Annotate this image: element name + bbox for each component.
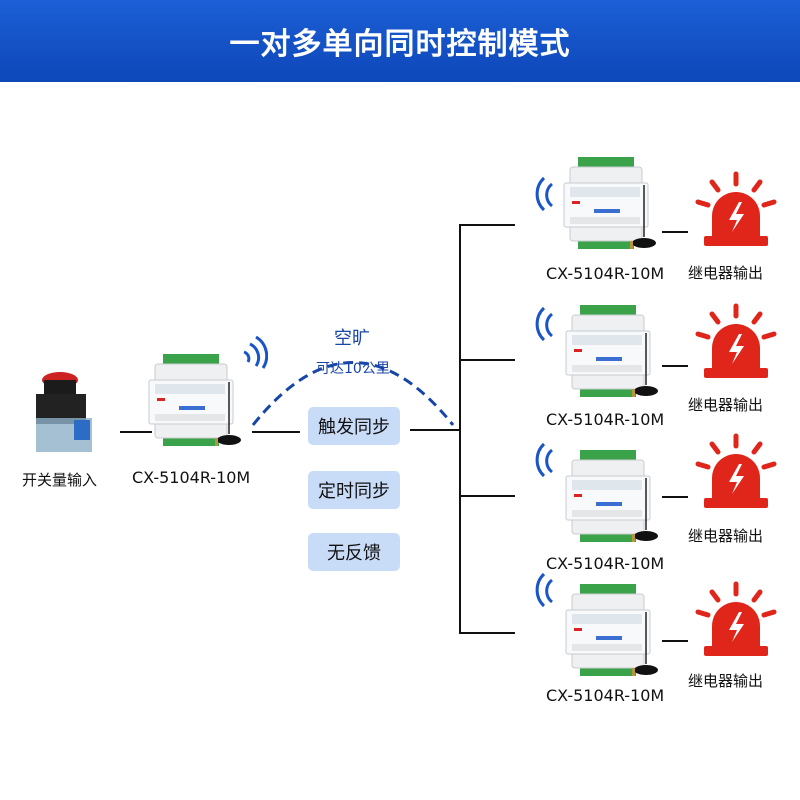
branch-line — [459, 495, 515, 497]
slave-model-label: CX-5104R-10M — [546, 686, 665, 705]
push-button-switch-image — [36, 372, 92, 452]
connector-line — [662, 365, 688, 367]
range-title: 空旷 — [330, 324, 374, 350]
wireless-signal-icon — [535, 572, 554, 608]
slave-device-image — [563, 156, 657, 250]
connector-line — [662, 640, 688, 642]
alarm-light-icon — [694, 302, 778, 382]
bus-line — [459, 224, 461, 634]
range-distance: 可达10公里 — [316, 361, 390, 377]
connector-line — [252, 431, 300, 433]
relay-output-label: 继电器输出 — [688, 672, 764, 690]
wireless-signal-icon — [535, 306, 554, 342]
slave-model-label: CX-5104R-10M — [546, 554, 665, 573]
page-title: 一对多单向同时控制模式 — [229, 27, 571, 62]
input-label: 开关量输入 — [22, 471, 98, 489]
master-device-image — [148, 353, 242, 447]
connector-line — [120, 431, 152, 433]
connector-line — [662, 496, 688, 498]
alarm-light-icon — [694, 580, 778, 660]
slave-model-label: CX-5104R-10M — [546, 410, 665, 429]
relay-output-label: 继电器输出 — [688, 264, 764, 282]
header-banner: 一对多单向同时控制模式 — [0, 0, 800, 82]
branch-line — [459, 359, 515, 361]
branch-line — [459, 632, 515, 634]
mode-trigger-sync: 触发同步 — [308, 407, 400, 445]
relay-output-label: 继电器输出 — [688, 527, 764, 545]
range-arc — [251, 361, 455, 426]
slave-device-image — [565, 304, 659, 398]
branch-line — [459, 224, 515, 226]
alarm-light-icon — [694, 170, 778, 250]
wireless-signal-icon — [243, 335, 268, 369]
relay-output-label: 继电器输出 — [688, 396, 764, 414]
slave-model-label: CX-5104R-10M — [546, 264, 665, 283]
mode-no-feedback: 无反馈 — [308, 533, 400, 571]
wireless-signal-icon — [535, 442, 554, 478]
slave-device-image — [565, 449, 659, 543]
alarm-light-icon — [694, 432, 778, 512]
slave-device-image — [565, 583, 659, 677]
master-model-label: CX-5104R-10M — [132, 468, 251, 487]
connector-line — [662, 231, 688, 233]
mode-timed-sync: 定时同步 — [308, 471, 400, 509]
connector-line — [410, 429, 461, 431]
wireless-signal-icon — [535, 176, 554, 212]
